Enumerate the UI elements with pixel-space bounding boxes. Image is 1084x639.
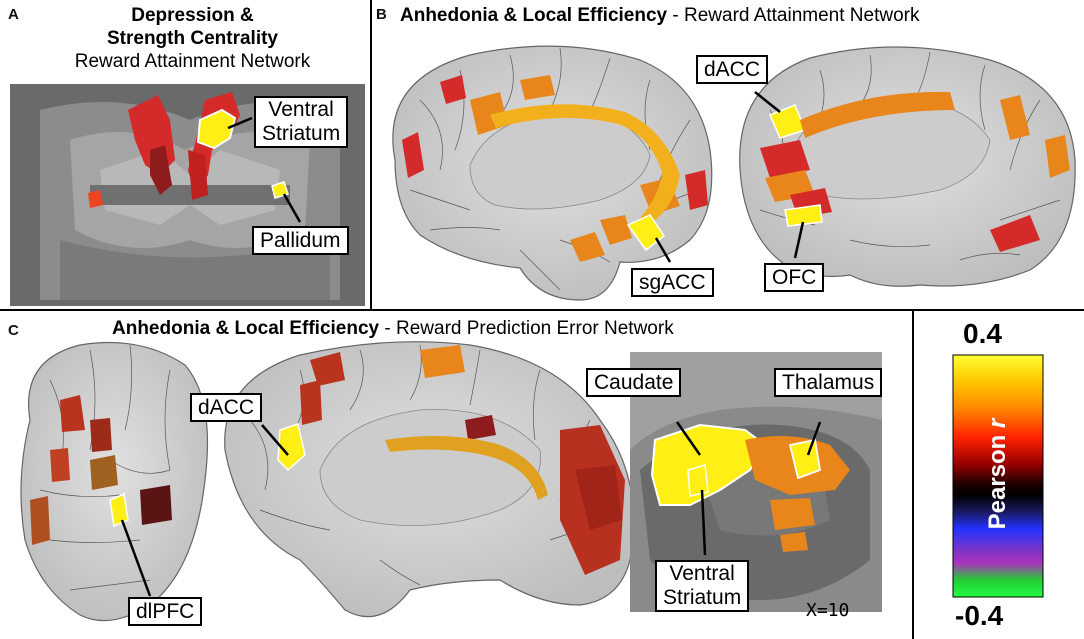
panel-c-dlpfc-region [109, 492, 129, 528]
panel-c-title-bold: Anhedonia & Local Efficiency [112, 318, 380, 339]
panel-c-ventral-striatum-label: Ventral Striatum [655, 560, 750, 612]
panel-c-brain-frontal [20, 341, 209, 622]
panel-c-dacc-region [277, 423, 306, 472]
panel-c-letter: C [8, 322, 19, 339]
panel-a-letter: A [8, 6, 19, 23]
panel-b-ofc-region [784, 204, 823, 227]
panel-b-brain-left [392, 45, 713, 301]
panel-b-title-rest: - Reward Attainment Network [667, 5, 920, 26]
panel-b-letter: B [376, 6, 387, 23]
panel-a-subtitle: Reward Attainment Network [74, 51, 311, 72]
divider-horizontal [0, 309, 1084, 311]
panel-a-title-line2: Strength Centrality [106, 28, 279, 49]
colorbar-axis-label: Pearson r [984, 414, 1012, 534]
panel-a-pallidum-label: Pallidum [252, 226, 349, 255]
panel-c-ventral-label-line2: Striatum [663, 586, 742, 609]
panel-b-title-bold: Anhedonia & Local Efficiency [400, 5, 668, 26]
panel-a-left-cluster [88, 190, 103, 208]
panel-b-sgacc-label: sgACC [631, 268, 714, 297]
panel-a-ventral-striatum-region [196, 108, 237, 150]
panel-b-ofc-label: OFC [764, 263, 825, 292]
panel-c-thalamus-label: Thalamus [774, 368, 883, 397]
colorbar-label-main: Pearson [984, 434, 1011, 530]
panel-a-title: Depression & Strength Centrality Reward … [15, 4, 370, 73]
panel-c-cingulate-band [385, 436, 548, 500]
panel-b-sgacc-region [626, 214, 666, 252]
panel-c-dacc-label: dACC [190, 393, 263, 422]
colorbar-max-value: 0.4 [963, 318, 1002, 349]
panel-a-ventral-label-line2: Striatum [262, 122, 341, 145]
panel-c-slice-coordinate: X=10 [806, 600, 850, 621]
panel-a-ventral-label-line1: Ventral [268, 98, 334, 121]
colorbar-gradient-bar [952, 354, 1044, 598]
panel-c-brain-medial [224, 341, 635, 618]
panel-a-title-line1: Depression & [131, 5, 254, 26]
panel-a-ventral-striatum-label: Ventral Striatum [254, 96, 349, 148]
panel-c-title-rest: - Reward Prediction Error Network [379, 318, 674, 339]
divider-vertical-colorbar [912, 311, 914, 639]
colorbar-label-italic: r [984, 418, 1011, 428]
panel-c-title: Anhedonia & Local Efficiency - Reward Pr… [112, 318, 674, 340]
panel-c-ventral-label-line1: Ventral [669, 562, 735, 585]
divider-vertical-ab [370, 0, 372, 310]
panel-c-dlpfc-label: dlPFC [128, 597, 203, 626]
panel-c-caudate-label: Caudate [586, 368, 682, 397]
panel-c-caudate-region [650, 423, 767, 506]
colorbar-min-value: -0.4 [955, 600, 1004, 631]
panel-b-brain-right [739, 46, 1076, 287]
panel-b-left-cingulate-band [490, 104, 680, 225]
panel-b-dacc-label: dACC [696, 55, 769, 84]
panel-c-thalamus-region [788, 438, 822, 480]
panel-b-title: Anhedonia & Local Efficiency - Reward At… [400, 5, 919, 27]
